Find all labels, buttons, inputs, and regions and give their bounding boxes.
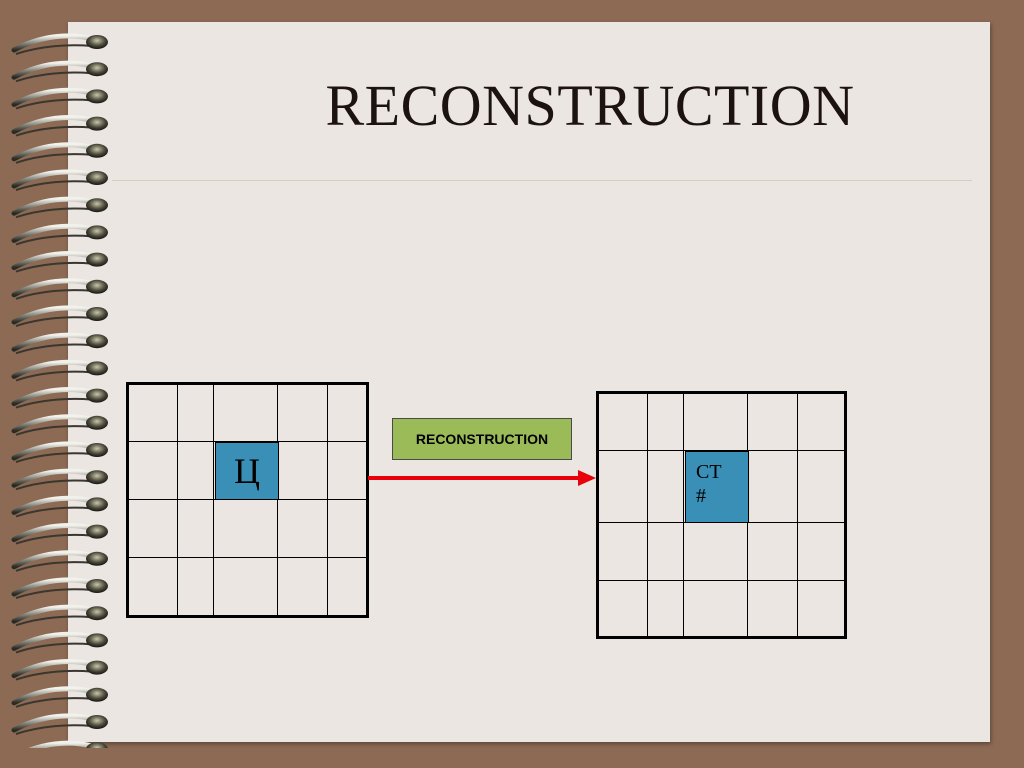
binding-coil xyxy=(11,713,108,735)
binding-coil xyxy=(11,550,108,572)
cell-text-line2: # xyxy=(696,485,706,507)
binding-coil xyxy=(11,305,108,327)
grid-line xyxy=(213,385,214,615)
binding-coil xyxy=(11,87,108,110)
grid-line xyxy=(797,394,798,636)
binding-coil xyxy=(11,441,108,463)
binding-coil xyxy=(11,278,108,300)
result-grid: CT # xyxy=(596,391,847,639)
binding-coil xyxy=(11,142,108,164)
binding-coil xyxy=(11,631,108,654)
binding-coil xyxy=(11,169,108,191)
reconstruction-label: RECONSTRUCTION xyxy=(392,418,572,460)
grid-line xyxy=(177,385,178,615)
grid-line xyxy=(599,580,844,581)
spiral-binding-icon xyxy=(11,33,108,748)
binding-coil xyxy=(11,115,108,137)
binding-coil xyxy=(11,196,108,219)
grid-line xyxy=(599,450,844,451)
highlighted-cell: CT # xyxy=(685,451,749,523)
binding-coil xyxy=(11,251,108,273)
title-divider xyxy=(112,180,972,181)
binding-coil xyxy=(11,33,108,55)
binding-coil xyxy=(11,414,108,436)
arrow-right-icon xyxy=(368,470,596,486)
binding-coil xyxy=(11,523,108,545)
binding-coil xyxy=(11,359,108,382)
binding-coil xyxy=(11,495,108,518)
cell-text-line1: CT xyxy=(696,461,722,483)
grid-line xyxy=(647,394,648,636)
grid-line xyxy=(129,557,366,558)
slide-title: RECONSTRUCTION xyxy=(325,73,855,138)
grid-line xyxy=(277,385,278,615)
grid-line xyxy=(683,394,684,636)
binding-coil xyxy=(28,740,108,748)
binding-coil xyxy=(11,686,108,708)
highlighted-cell: Ц xyxy=(215,442,279,500)
binding-coil xyxy=(11,332,108,355)
binding-coil xyxy=(11,659,108,681)
grid-line xyxy=(129,441,366,442)
binding-coil xyxy=(11,468,108,491)
binding-coil xyxy=(11,577,108,599)
grid-line xyxy=(327,385,328,615)
source-grid: Ц xyxy=(126,382,369,618)
binding-coil xyxy=(11,387,108,409)
binding-coil xyxy=(11,223,108,246)
binding-coil xyxy=(11,604,108,627)
binding-coil xyxy=(11,60,108,83)
